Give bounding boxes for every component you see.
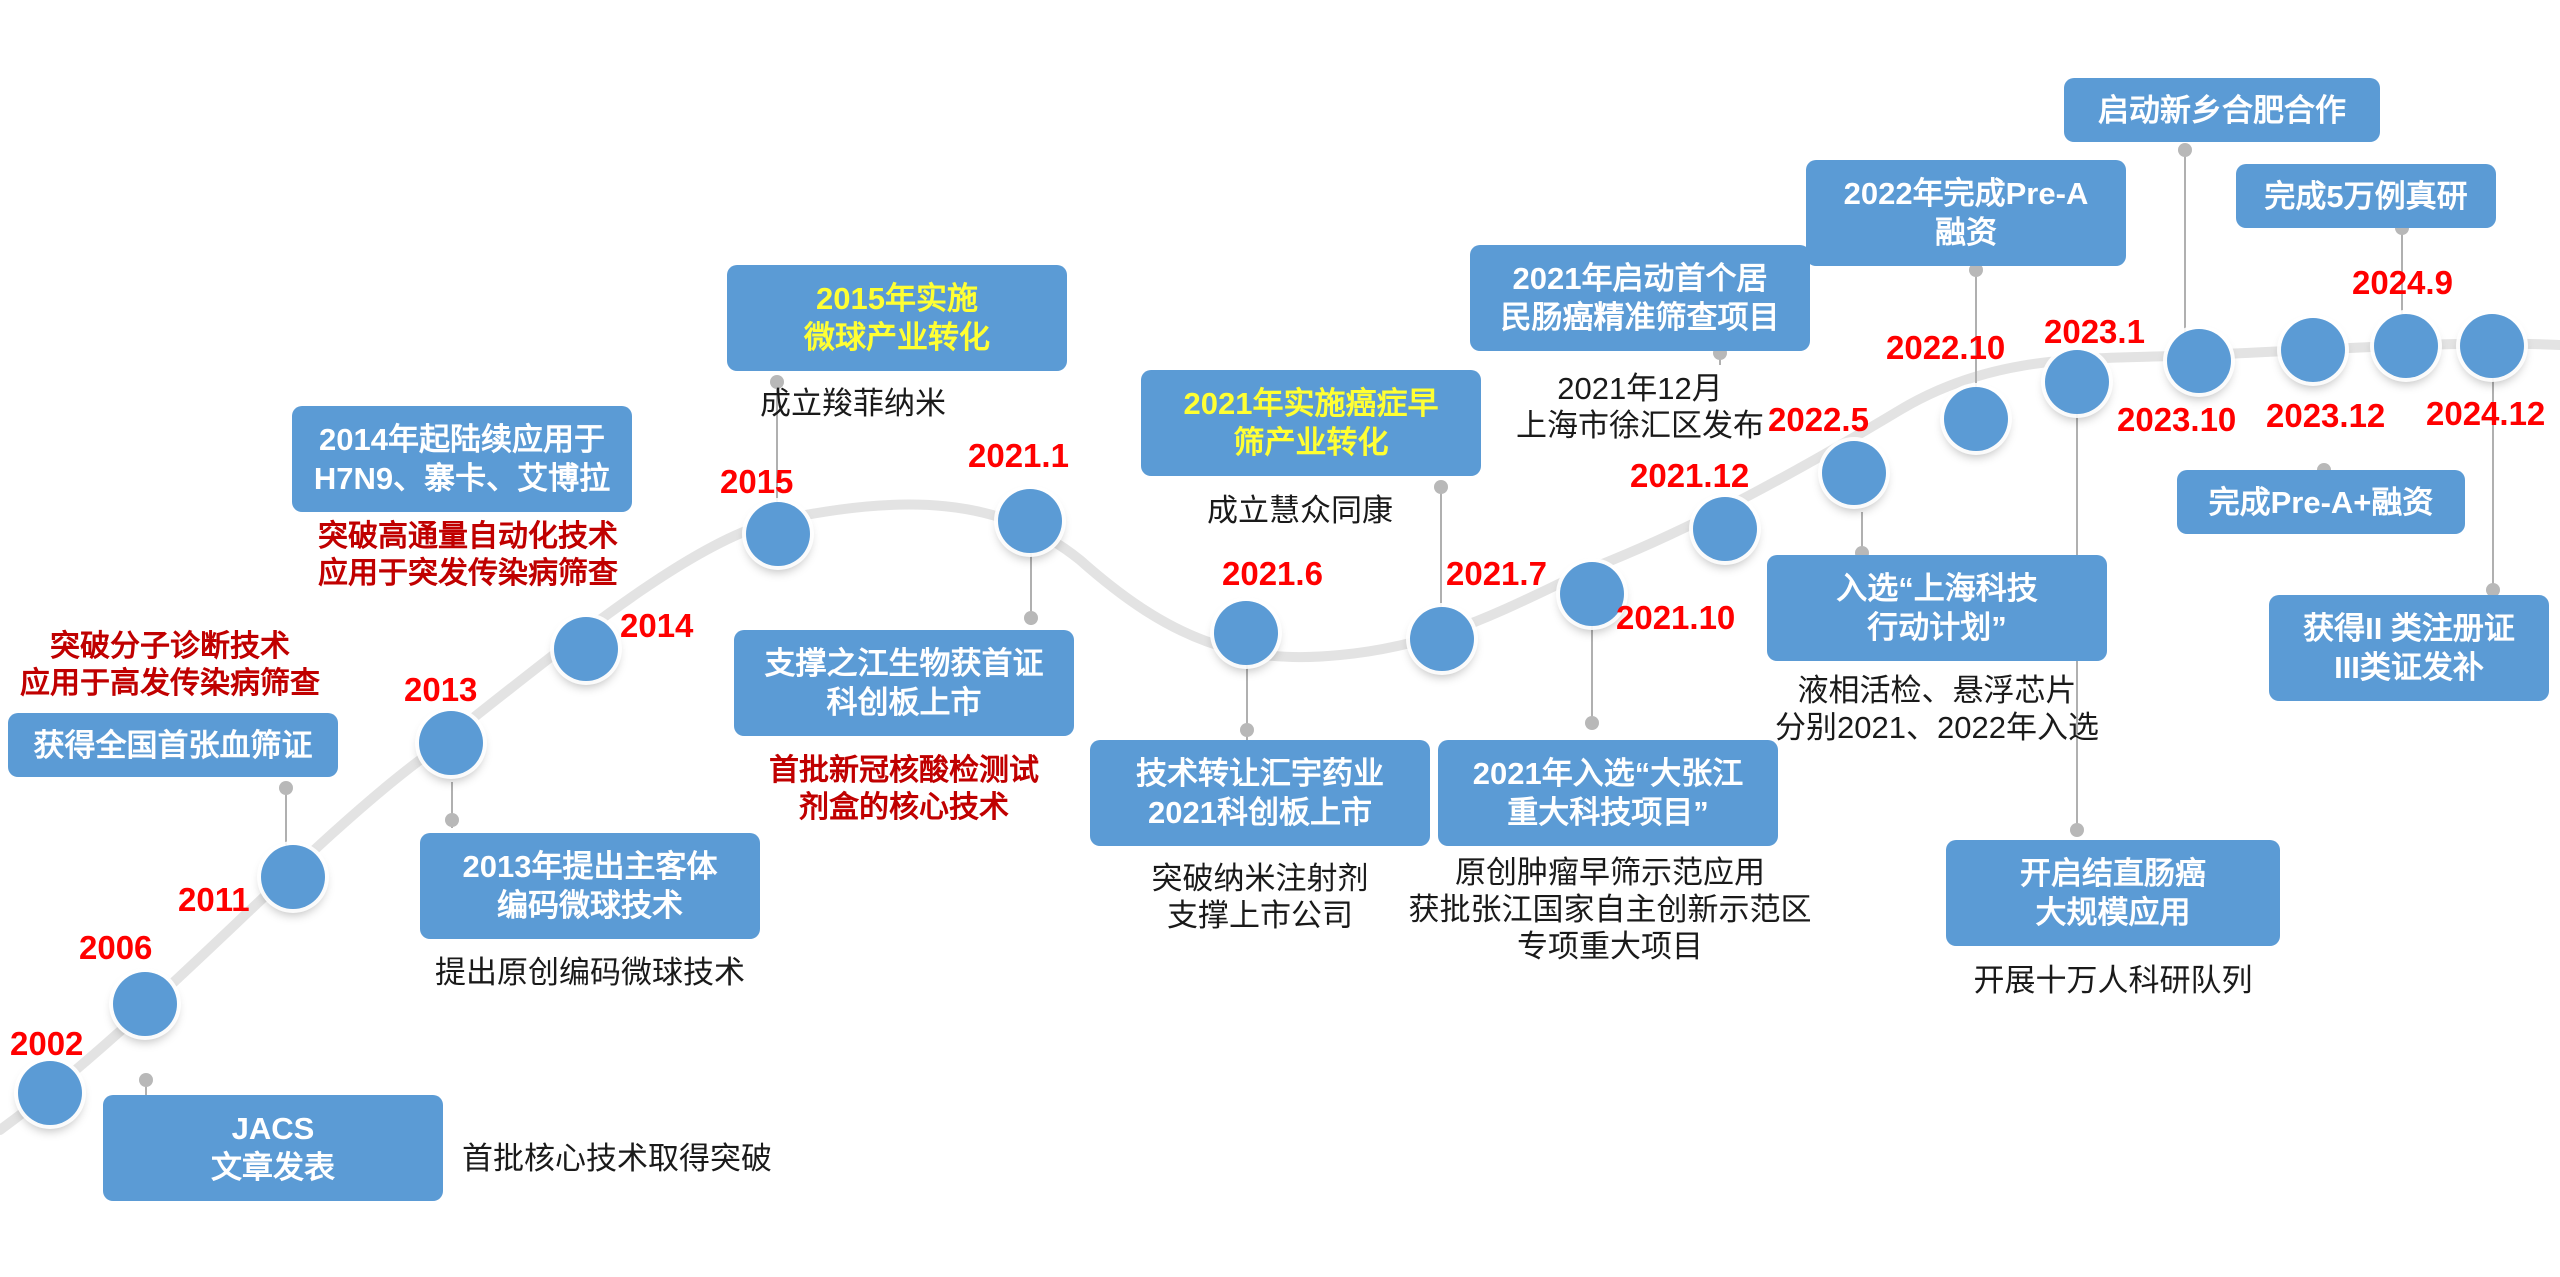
milestone-dot-2023-12 <box>2281 318 2345 382</box>
connector-endpoint <box>1969 263 1983 277</box>
event-box-xinxiang-hefei: 启动新乡合肥合作 <box>2064 78 2380 142</box>
year-label: 2021.7 <box>1446 555 1547 592</box>
red-note: 突破分子诊断技术 应用于高发传染病筛查 <box>20 630 320 700</box>
milestone-dot-2021-12 <box>1693 497 1757 561</box>
event-box-colorectal-application: 开启结直肠癌 大规模应用 <box>1946 840 2280 946</box>
event-box-shanghai-tech-plan: 入选“上海科技 行动计划” <box>1767 555 2107 661</box>
year-label: 2024.12 <box>2426 395 2546 432</box>
event-note: 液相活检、悬浮芯片 分别2021、2022年入选 <box>1775 673 2099 745</box>
connector-endpoint <box>279 781 293 795</box>
event-box-text: 2021年实施癌症早 筛产业转化 <box>1183 386 1439 460</box>
event-box-zhijiang: 支撑之江生物获首证 科创板上市 <box>734 630 1074 736</box>
milestone-dot-2021-7 <box>1410 607 1474 671</box>
event-box-text: JACS 文章发表 <box>211 1111 335 1185</box>
year-label: 2023.10 <box>2117 401 2237 438</box>
event-box-colorectal-screening-project: 2021年启动首个居 民肠癌精准筛查项目 <box>1470 245 1810 351</box>
event-note: 原创肿瘤早筛示范应用 获批张江国家自主创新示范区 专项重大项目 <box>1408 855 1812 964</box>
year-label: 2022.5 <box>1768 401 1869 438</box>
event-box-text: 获得全国首张血筛证 <box>33 727 313 763</box>
connector-endpoint <box>1240 723 1254 737</box>
event-box-blood-screening: 获得全国首张血筛证 <box>8 713 338 777</box>
event-box-text: 获得II 类注册证 III类证发补 <box>2303 611 2515 685</box>
year-label: 2006 <box>79 929 153 966</box>
milestone-dot-2002 <box>18 1061 82 1125</box>
milestone-dot-2023-10 <box>2167 329 2231 393</box>
event-box-jacs: JACS 文章发表 <box>103 1095 443 1201</box>
event-box-real-world-study: 完成5万例真研 <box>2236 164 2496 228</box>
event-box-huiyu-pharma: 技术转让汇宇药业 2021科创板上市 <box>1090 740 1430 846</box>
connector-endpoint <box>1434 480 1448 494</box>
milestone-dot-2011 <box>261 845 325 909</box>
event-box-text: 支撑之江生物获首证 科创板上市 <box>764 646 1044 720</box>
year-label: 2002 <box>10 1025 84 1062</box>
connector-endpoint <box>2178 143 2192 157</box>
event-box-encoded-microsphere: 2013年提出主客体 编码微球技术 <box>420 833 760 939</box>
event-box-microsphere-industrialization: 2015年实施 微球产业转化 <box>727 265 1067 371</box>
event-box-text: 2021年启动首个居 民肠癌精准筛查项目 <box>1500 261 1780 335</box>
event-box-pre-a-financing: 2022年完成Pre-A 融资 <box>1806 160 2126 266</box>
milestone-dot-2022-10 <box>1944 387 2008 451</box>
milestone-dot-2021-1 <box>998 489 1062 553</box>
connector-endpoint <box>1585 716 1599 730</box>
milestone-dot-2024-12 <box>2460 314 2524 378</box>
event-box-cancer-screening-industrialization: 2021年实施癌症早 筛产业转化 <box>1141 370 1481 476</box>
connector-endpoint <box>445 813 459 827</box>
event-box-text: 入选“上海科技 行动计划” <box>1836 571 2038 645</box>
year-label: 2021.12 <box>1630 457 1750 494</box>
event-box-text: 启动新乡合肥合作 <box>2098 92 2346 128</box>
connector-endpoint <box>139 1073 153 1087</box>
event-note: 开展十万人科研队列 <box>1973 963 2253 998</box>
year-label: 2014 <box>620 607 694 644</box>
year-label: 2021.1 <box>968 437 1069 474</box>
event-note: 成立羧菲纳米 <box>760 386 946 421</box>
year-label: 2015 <box>720 463 794 500</box>
event-box-text: 2022年完成Pre-A 融资 <box>1843 176 2089 250</box>
milestone-dot-2015 <box>746 502 810 566</box>
event-box-text: 2013年提出主客体 编码微球技术 <box>462 849 718 923</box>
milestone-dot-2024-9 <box>2374 314 2438 378</box>
milestone-dot-2013 <box>419 711 483 775</box>
year-label: 2024.9 <box>2352 264 2453 301</box>
milestone-dot-2023-1 <box>2045 350 2109 414</box>
event-note: 2021年12月 上海市徐汇区发布 <box>1516 371 1764 443</box>
event-box-text: 技术转让汇宇药业 2021科创板上市 <box>1136 756 1384 830</box>
year-label: 2021.10 <box>1616 599 1736 636</box>
event-box-zhangjiang-project: 2021年入选“大张江 重大科技项目” <box>1438 740 1778 846</box>
year-label: 2021.6 <box>1222 555 1323 592</box>
milestone-dot-2021-6 <box>1214 601 1278 665</box>
year-label: 2022.10 <box>1886 329 2006 366</box>
event-box-text: 2014年起陆续应用于 H7N9、寨卡、艾博拉 <box>313 422 611 496</box>
event-note: 突破纳米注射剂 支撑上市公司 <box>1151 861 1369 933</box>
event-box-text: 2021年入选“大张江 重大科技项目” <box>1472 756 1744 830</box>
year-label: 2023.1 <box>2044 313 2145 350</box>
red-note: 突破高通量自动化技术 应用于突发传染病筛查 <box>318 520 618 590</box>
event-box-h7n9: 2014年起陆续应用于 H7N9、寨卡、艾博拉 <box>292 406 632 512</box>
red-note: 首批新冠核酸检测试 剂盒的核心技术 <box>769 754 1039 824</box>
connector-endpoint <box>770 375 784 389</box>
event-box-text: 开启结直肠癌 大规模应用 <box>2020 856 2206 930</box>
connector-endpoint <box>2486 583 2500 597</box>
year-label: 2013 <box>404 671 478 708</box>
connector-endpoint <box>2070 823 2084 837</box>
milestone-dot-2014 <box>554 617 618 681</box>
event-box-pre-a-plus-financing: 完成Pre-A+融资 <box>2177 470 2465 534</box>
event-note: 首批核心技术取得突破 <box>462 1141 772 1176</box>
event-note: 成立慧众同康 <box>1207 493 1393 528</box>
milestone-dot-2006 <box>113 972 177 1036</box>
year-label: 2023.12 <box>2266 397 2386 434</box>
milestone-dot-2021-10 <box>1560 562 1624 626</box>
milestone-dot-2022-5 <box>1822 441 1886 505</box>
event-box-registration-certificate: 获得II 类注册证 III类证发补 <box>2269 595 2549 701</box>
event-box-text: 完成5万例真研 <box>2264 178 2468 214</box>
event-box-text: 完成Pre-A+融资 <box>2208 484 2434 520</box>
year-label: 2011 <box>178 881 250 918</box>
event-note: 提出原创编码微球技术 <box>435 955 745 990</box>
event-box-text: 2015年实施 微球产业转化 <box>804 281 990 355</box>
connector-endpoint <box>1024 611 1038 625</box>
